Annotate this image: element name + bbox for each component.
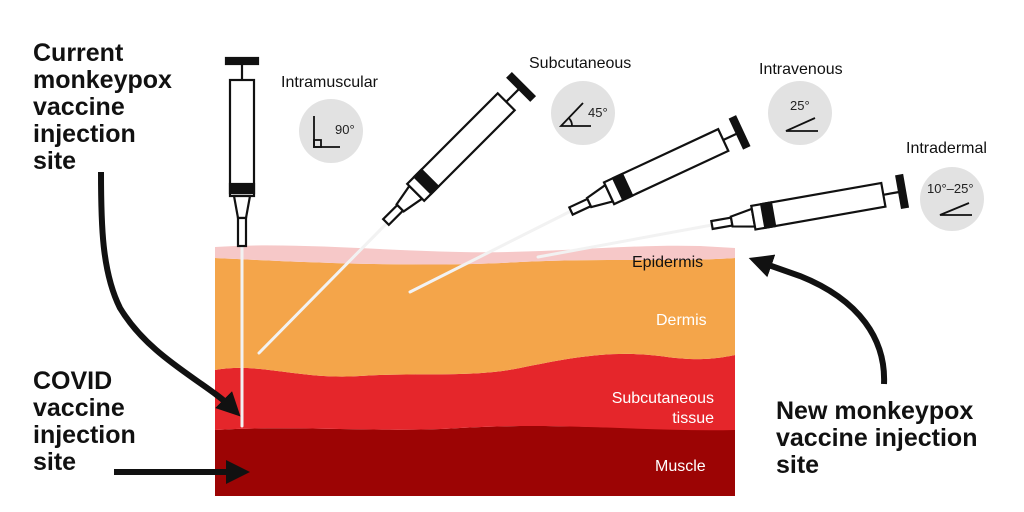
angle-value-subcutaneous: 45° (588, 105, 608, 120)
layer-label-subcutaneous-line: Subcutaneous (611, 390, 714, 407)
layer-label-subcutaneous-line: tissue (672, 410, 714, 427)
dermis-layer (215, 258, 735, 377)
skin-cross-section (215, 245, 735, 496)
current-site-arrow (98, 171, 241, 417)
covid-site-line: COVID (33, 367, 113, 395)
angle-badge-subcutaneous (551, 81, 615, 145)
layer-label-muscle: Muscle (655, 458, 706, 475)
angle-badge-intramuscular (299, 99, 363, 163)
subcutaneous-track (257, 222, 388, 355)
covid-site-label: COVID vaccine injection site (33, 368, 136, 476)
new-site-line: vaccine injection (776, 424, 978, 452)
current-site-line: injection (33, 120, 136, 148)
intradermal-track (536, 223, 714, 259)
angle-badge-intradermal (920, 167, 984, 231)
route-label-intravenous: Intravenous (759, 61, 843, 78)
syringe-intramuscular (224, 56, 260, 248)
needle-tracks (240, 209, 714, 428)
current-site-line: monkeypox (33, 66, 172, 94)
current-site-label: Current monkeypox vaccine injection site (33, 40, 172, 175)
new-site-arrow (748, 254, 888, 385)
new-site-line: New monkeypox (776, 397, 974, 425)
covid-site-line: vaccine (33, 394, 125, 422)
layer-label-dermis: Dermis (656, 312, 707, 329)
covid-site-line: site (33, 448, 77, 476)
epidermis-layer (215, 245, 735, 265)
intravenous-track (408, 209, 573, 294)
route-label-intradermal: Intradermal (906, 140, 987, 157)
route-label-intramuscular: Intramuscular (281, 74, 378, 91)
layer-label-subcutaneous: Subcutaneous tissue (590, 389, 714, 429)
current-site-line: Current (33, 39, 124, 67)
layer-label-epidermis: Epidermis (632, 254, 704, 271)
current-site-line: site (33, 147, 77, 175)
annotation-arrows (98, 171, 888, 484)
syringe-subcutaneous (381, 71, 537, 227)
angle-value-intradermal: 10°–25° (927, 181, 974, 196)
angle-value-intramuscular: 90° (335, 122, 355, 137)
angle-value-intravenous: 25° (790, 98, 810, 113)
muscle-layer (215, 426, 735, 496)
route-label-subcutaneous: Subcutaneous (529, 55, 632, 72)
syringe-intravenous (567, 115, 751, 217)
new-site-label: New monkeypox vaccine injection site (776, 398, 977, 479)
subcutaneous-layer (215, 353, 735, 431)
covid-site-line: injection (33, 421, 136, 449)
syringe-intradermal (710, 173, 910, 231)
new-site-line: site (776, 451, 820, 479)
angle-badge-intravenous (768, 81, 832, 145)
current-site-line: vaccine (33, 93, 125, 121)
